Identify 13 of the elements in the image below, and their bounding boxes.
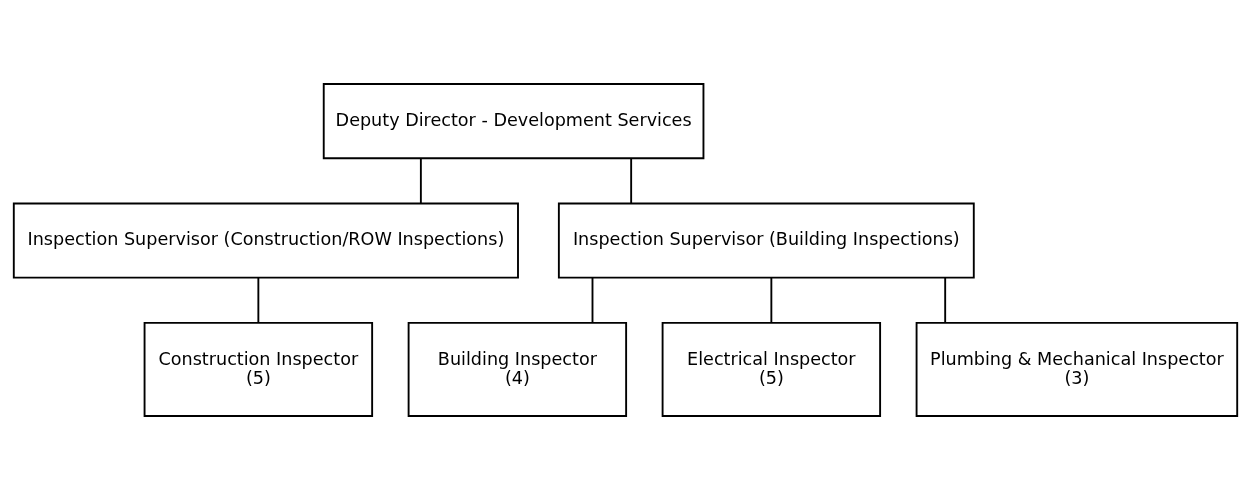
connector <box>257 276 260 324</box>
connector <box>944 276 947 324</box>
node-box: Inspection Supervisor (Construction/ROW Inspections) <box>12 202 519 279</box>
connector <box>770 276 773 324</box>
node-box: Plumbing & Mechanical Inspector (3) <box>915 322 1239 417</box>
node-box: Electrical Inspector (5) <box>661 322 882 417</box>
node-box: Construction Inspector (5) <box>143 322 374 417</box>
connector <box>630 157 633 205</box>
connector <box>419 157 422 205</box>
node-box: Building Inspector (4) <box>407 322 628 417</box>
node-box: Deputy Director - Development Services <box>322 83 705 160</box>
node-box: Inspection Supervisor (Building Inspections) <box>557 202 975 279</box>
connector <box>591 276 594 324</box>
